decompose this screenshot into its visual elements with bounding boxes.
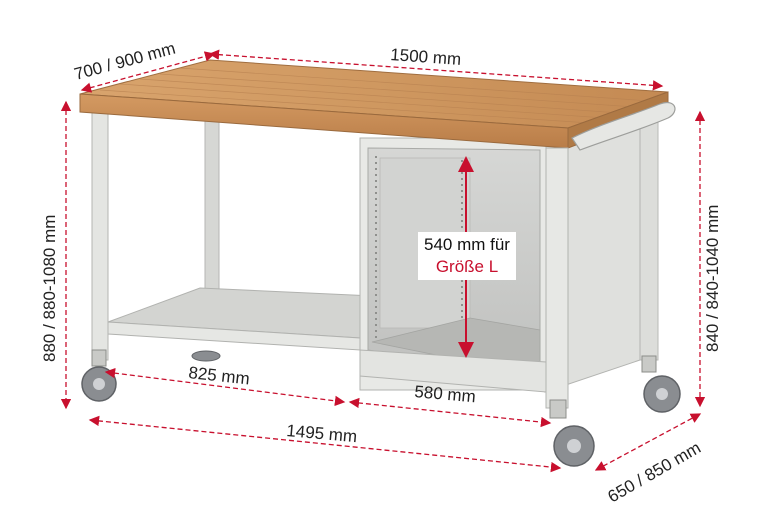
front-left-leg [91,109,109,361]
cabinet-base-rail [359,349,547,393]
dim-line-base-depth [594,413,702,471]
front-right-leg [545,147,569,409]
dim-line-base-width [88,415,562,473]
cabinet-height-line2: Größe L [435,257,499,276]
caster-front-left [81,349,117,402]
back-right-leg [639,119,659,361]
workbench [79,59,681,467]
back-left-leg [204,119,220,291]
caster-back-left [191,350,221,362]
dim-line-width-top [208,49,664,91]
label-width-top: 1500 mm [390,45,462,69]
cabinet-height-label: 540 mm für Größe L [418,232,516,280]
label-shelf-width: 825 mm [188,363,251,388]
caster-back-right [641,355,681,413]
caster-front-right [549,399,595,467]
label-base-width: 1495 mm [286,421,358,446]
push-handle [571,102,676,151]
dim-line-depth-top [80,51,216,93]
dimension-lines [60,49,706,473]
label-height-left: 880 / 880-1080 mm [40,215,59,362]
cabinet-height-line1: 540 mm für [424,235,510,254]
label-height-right: 840 / 840-1040 mm [703,205,722,352]
dim-line-cabinet-width [348,397,552,428]
label-cabinet-width: 580 mm [414,382,477,406]
label-base-depth: 650 / 850 mm [605,438,705,506]
